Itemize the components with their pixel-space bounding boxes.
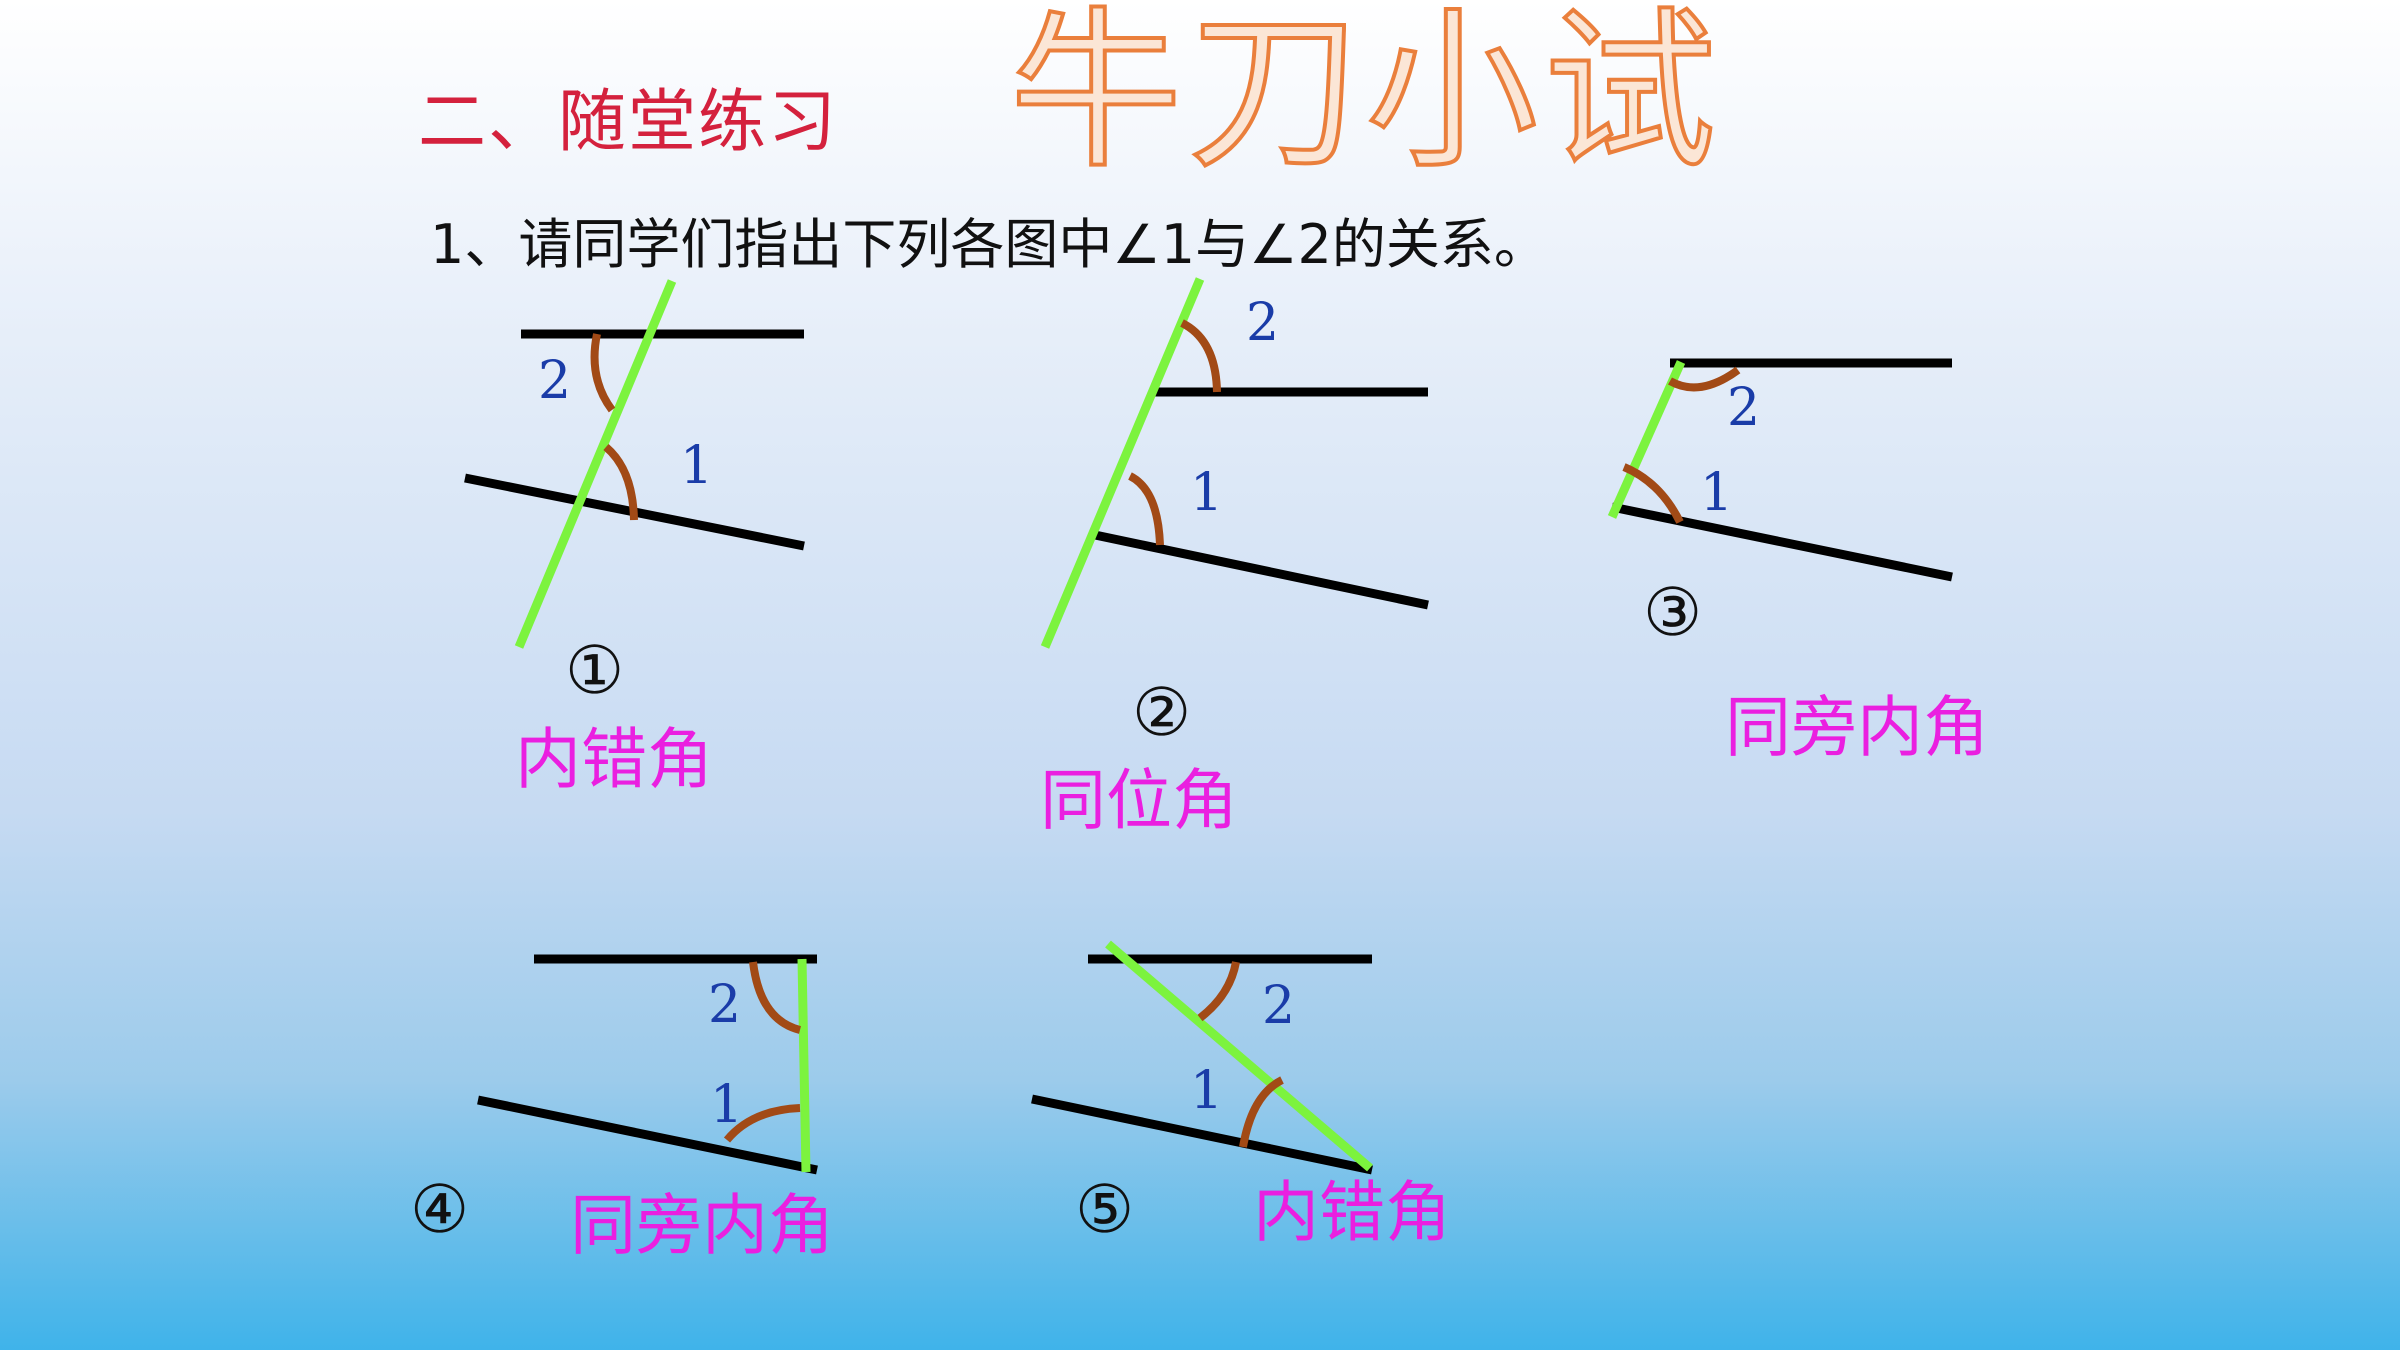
transversal-line: [514, 279, 677, 649]
angle-2-label: 2: [708, 975, 741, 1035]
transversal-line: [797, 958, 811, 1173]
angle-1-label: 1: [1190, 463, 1223, 523]
figure-index-label: ③: [1643, 574, 1702, 651]
parallel-line-bottom: [477, 1095, 818, 1175]
figure-1: 2 1 ① 内错角: [464, 279, 805, 798]
parallel-line-bottom: [1611, 502, 1953, 582]
figure-3: 2 1 ③ 同旁内角: [1607, 358, 1989, 766]
figure-2: 2 1 ② 同位角: [1040, 277, 1429, 839]
angle-2-arc: [749, 961, 802, 1034]
angle-1-arc: [1239, 1076, 1284, 1148]
answer-label: 同位角: [1040, 762, 1238, 839]
figure-5: 2 1 ⑤ 内错角: [1031, 940, 1451, 1251]
angle-1-arc: [1622, 463, 1684, 524]
figure-4: 2 1 ④ 同旁内角: [410, 954, 834, 1264]
figure-index-label: ④: [410, 1171, 469, 1248]
transversal-line: [1105, 940, 1373, 1172]
angle-1-label: 1: [1190, 1061, 1223, 1121]
headline-title: 牛刀小试: [1008, 0, 1722, 192]
angle-1-arc: [1127, 472, 1164, 546]
figure-index-label: ①: [565, 632, 624, 709]
angle-1-label: 1: [680, 436, 713, 496]
figure-index-label: ⑤: [1075, 1171, 1134, 1248]
transversal-line: [1040, 277, 1205, 649]
angle-2-label: 2: [1727, 378, 1760, 438]
angle-2-label: 2: [538, 351, 571, 411]
figure-index-label: ②: [1132, 674, 1191, 751]
angle-2-label: 2: [1262, 976, 1295, 1036]
parallel-line-bottom: [1094, 530, 1429, 610]
angle-2-label: 2: [1246, 293, 1279, 353]
angle-2-arc: [1197, 961, 1240, 1022]
question-text: 1、请同学们指出下列各图中∠1与∠2的关系。: [430, 213, 1548, 276]
angle-1-arc: [603, 443, 638, 521]
answer-label: 内错角: [1253, 1174, 1451, 1251]
angle-2-arc: [1180, 319, 1221, 393]
angle-2-arc: [590, 333, 616, 413]
angle-1-label: 1: [1700, 463, 1733, 523]
angle-1-arc: [723, 1104, 801, 1143]
answer-label: 同旁内角: [570, 1187, 834, 1264]
answer-label: 内错角: [515, 721, 713, 798]
answer-label: 同旁内角: [1725, 689, 1989, 766]
transversal-line: [1607, 360, 1686, 519]
angle-2-arc: [1668, 366, 1741, 392]
angle-1-label: 1: [710, 1075, 743, 1135]
parallel-line-bottom: [1031, 1094, 1373, 1175]
section-title: 二、随堂练习: [418, 83, 839, 162]
